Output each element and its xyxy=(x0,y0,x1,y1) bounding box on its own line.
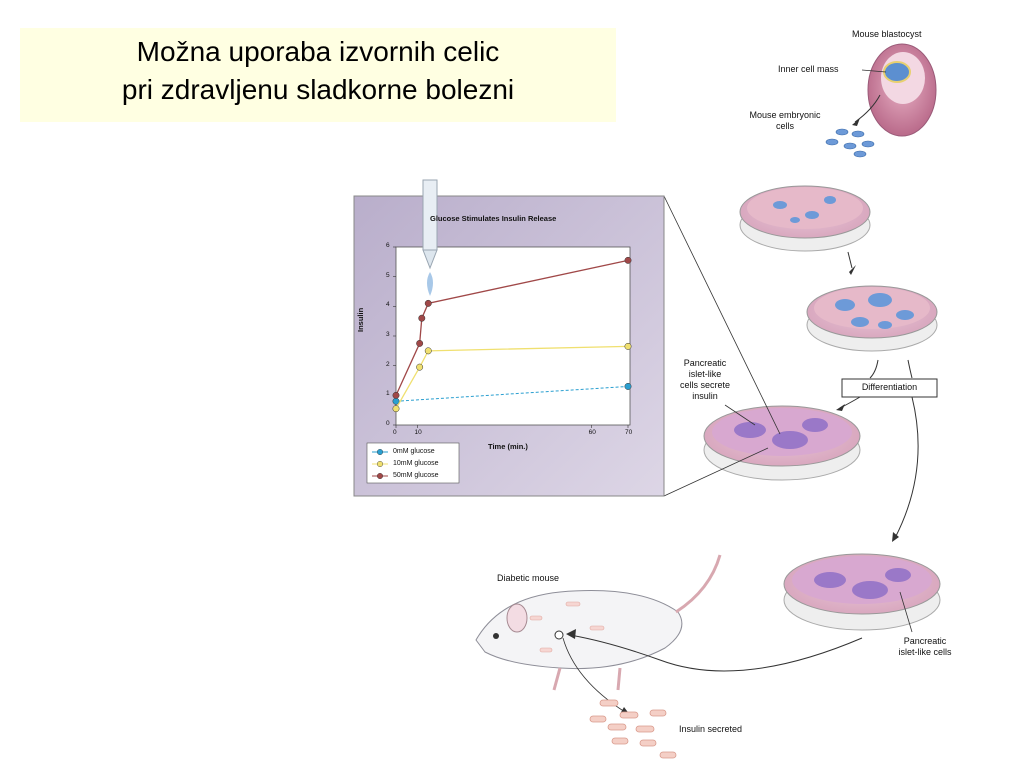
series-point-2 xyxy=(416,339,424,347)
label-secrete-line4: insulin xyxy=(692,391,718,401)
label-islet-line2: islet-like cells xyxy=(898,647,952,657)
y-tick-label: 2 xyxy=(386,360,390,368)
label-inner-cell-mass: Inner cell mass xyxy=(778,64,839,74)
chart-title: Glucose Stimulates Insulin Release xyxy=(430,214,557,223)
label-differentiation: Differentiation xyxy=(861,382,918,392)
x-tick-label: 70 xyxy=(625,429,633,436)
y-tick-label: 6 xyxy=(386,242,390,249)
y-tick-label: 4 xyxy=(386,301,390,309)
label-islet-line1: Pancreatic xyxy=(903,636,947,646)
y-tick-label: 5 xyxy=(386,271,390,279)
legend-label-50mm: 50mM glucose xyxy=(393,472,439,479)
label-mouse-embryonic-cells: Mouse embryonic cells xyxy=(745,110,825,132)
legend-marker-0mm xyxy=(372,449,388,456)
label-diabetic-mouse: Diabetic mouse xyxy=(497,573,560,583)
plot-area xyxy=(395,246,631,426)
differentiation-box xyxy=(841,378,938,398)
series-point-2 xyxy=(624,256,632,264)
legend-label-0mm: 0mM glucose xyxy=(393,448,435,455)
x-tick-label: 0 xyxy=(393,429,397,436)
title-line-1: Možna uporaba izvornih celic xyxy=(136,36,500,67)
label-secrete-line2: islet-like xyxy=(688,369,722,379)
label-pancreatic-secrete: Pancreatic islet-like cells secrete insu… xyxy=(665,358,745,402)
y-tick-label: 3 xyxy=(386,331,390,338)
legend-label-10mm: 10mM glucose xyxy=(393,460,439,467)
label-embryonic-line2: cells xyxy=(775,121,794,131)
x-tick-label: 10 xyxy=(414,429,422,436)
series-line-0 xyxy=(395,385,629,402)
series-point-2 xyxy=(418,314,426,322)
series-point-1 xyxy=(392,405,400,413)
label-insulin-secreted: Insulin secreted xyxy=(679,724,743,734)
series-point-1 xyxy=(416,363,424,371)
series-point-1 xyxy=(624,342,632,350)
culture-dish-3 xyxy=(703,405,861,481)
series-point-1 xyxy=(424,347,432,355)
insulin-molecules xyxy=(589,699,677,759)
label-mouse-blastocyst: Mouse blastocyst xyxy=(852,29,922,39)
series-line-1 xyxy=(395,345,629,410)
diabetic-mouse xyxy=(475,554,722,691)
series-point-0 xyxy=(624,382,632,390)
y-tick-label: 0 xyxy=(386,420,390,427)
chart-y-axis-label: Insulin xyxy=(356,307,365,332)
culture-dish-2 xyxy=(806,285,938,352)
culture-dish-1 xyxy=(739,185,871,252)
blastocyst xyxy=(867,43,937,137)
label-secrete-line3: cells secrete xyxy=(679,380,731,390)
legend-marker-10mm xyxy=(372,461,388,468)
legend-marker-50mm xyxy=(372,473,388,480)
pipette xyxy=(422,179,438,296)
label-pancreatic-islet-cells: Pancreatic islet-like cells xyxy=(880,636,970,658)
series-point-2 xyxy=(392,391,400,399)
embryonic-cells xyxy=(825,128,875,158)
title-line-2: pri zdravljenu sladkorne bolezni xyxy=(121,74,515,105)
label-embryonic-line1: Mouse embryonic xyxy=(749,110,821,120)
y-tick-label: 1 xyxy=(386,390,390,398)
title-box: Možna uporaba izvornih celic pri zdravlj… xyxy=(20,28,616,122)
series-point-2 xyxy=(424,299,432,307)
chart-x-axis-label: Time (min.) xyxy=(488,442,528,451)
label-secrete-line1: Pancreatic xyxy=(683,358,727,368)
x-tick-label: 60 xyxy=(588,429,596,436)
culture-dish-4 xyxy=(783,553,941,631)
